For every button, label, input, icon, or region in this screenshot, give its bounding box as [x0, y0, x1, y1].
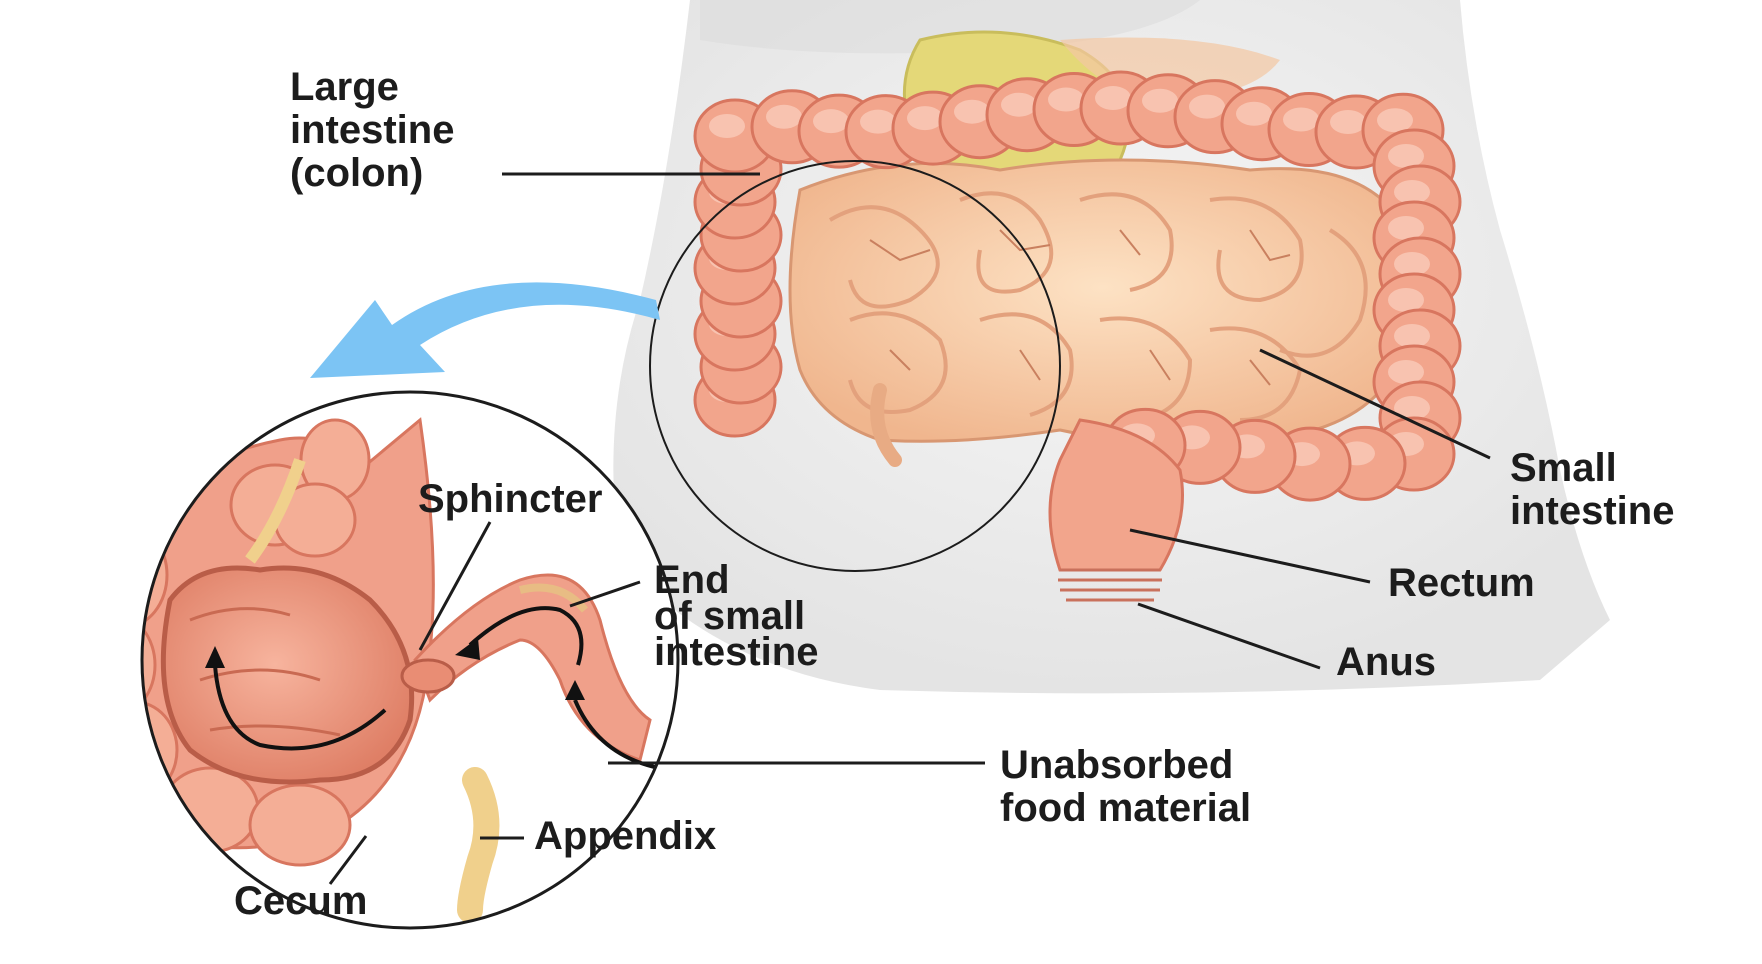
- colon-highlight: [709, 114, 745, 138]
- colon-highlight: [1388, 144, 1424, 168]
- label-large-intestine-line-3: (colon): [290, 152, 454, 195]
- label-small-intestine: Small intestine: [1510, 447, 1674, 533]
- appendix-shape: [470, 780, 486, 910]
- colon-highlight: [1394, 324, 1430, 348]
- label-anus-text: Anus: [1336, 641, 1436, 684]
- label-cecum: Cecum: [234, 880, 367, 923]
- label-rectum: Rectum: [1388, 562, 1535, 605]
- label-end-small: End of small intestine: [654, 562, 818, 670]
- label-unabsorbed: Unabsorbed food material: [1000, 744, 1251, 830]
- colon-highlight: [1236, 102, 1272, 126]
- label-large-intestine-line-2: intestine: [290, 109, 454, 152]
- colon-highlight: [954, 100, 990, 124]
- colon-highlight: [1001, 93, 1037, 117]
- label-end-small-line-2: of small: [654, 598, 818, 634]
- colon-highlight: [1095, 86, 1131, 110]
- colon-highlight: [1388, 360, 1424, 384]
- label-sphincter-text: Sphincter: [418, 478, 602, 521]
- label-rectum-text: Rectum: [1388, 562, 1535, 605]
- colon-highlight: [1048, 88, 1084, 112]
- label-sphincter: Sphincter: [418, 478, 602, 521]
- label-appendix: Appendix: [534, 815, 716, 858]
- label-large-intestine-line-1: Large: [290, 66, 454, 109]
- colon-highlight: [1283, 108, 1319, 132]
- colon-highlight: [1388, 216, 1424, 240]
- colon-highlight: [1142, 89, 1178, 113]
- label-small-intestine-line-1: Small: [1510, 447, 1674, 490]
- label-unabsorbed-line-1: Unabsorbed: [1000, 744, 1251, 787]
- colon-highlight: [860, 110, 896, 134]
- label-appendix-text: Appendix: [534, 815, 716, 858]
- colon-highlight: [1388, 288, 1424, 312]
- sphincter-ring: [402, 660, 454, 692]
- colon-highlight: [1394, 252, 1430, 276]
- colon-highlight: [1330, 110, 1366, 134]
- colon-highlight: [813, 109, 849, 133]
- label-cecum-text: Cecum: [234, 880, 367, 923]
- colon-highlight: [1394, 180, 1430, 204]
- label-small-intestine-line-2: intestine: [1510, 490, 1674, 533]
- label-unabsorbed-line-2: food material: [1000, 787, 1251, 830]
- colon-highlight: [1189, 95, 1225, 119]
- label-end-small-line-1: End: [654, 562, 818, 598]
- label-end-small-line-3: intestine: [654, 634, 818, 670]
- colon-highlight: [766, 105, 802, 129]
- colon-highlight: [907, 106, 943, 130]
- colon-highlight: [1377, 108, 1413, 132]
- label-anus: Anus: [1336, 641, 1436, 684]
- label-large-intestine: Large intestine (colon): [290, 66, 454, 195]
- magnify-arrow: [310, 282, 660, 378]
